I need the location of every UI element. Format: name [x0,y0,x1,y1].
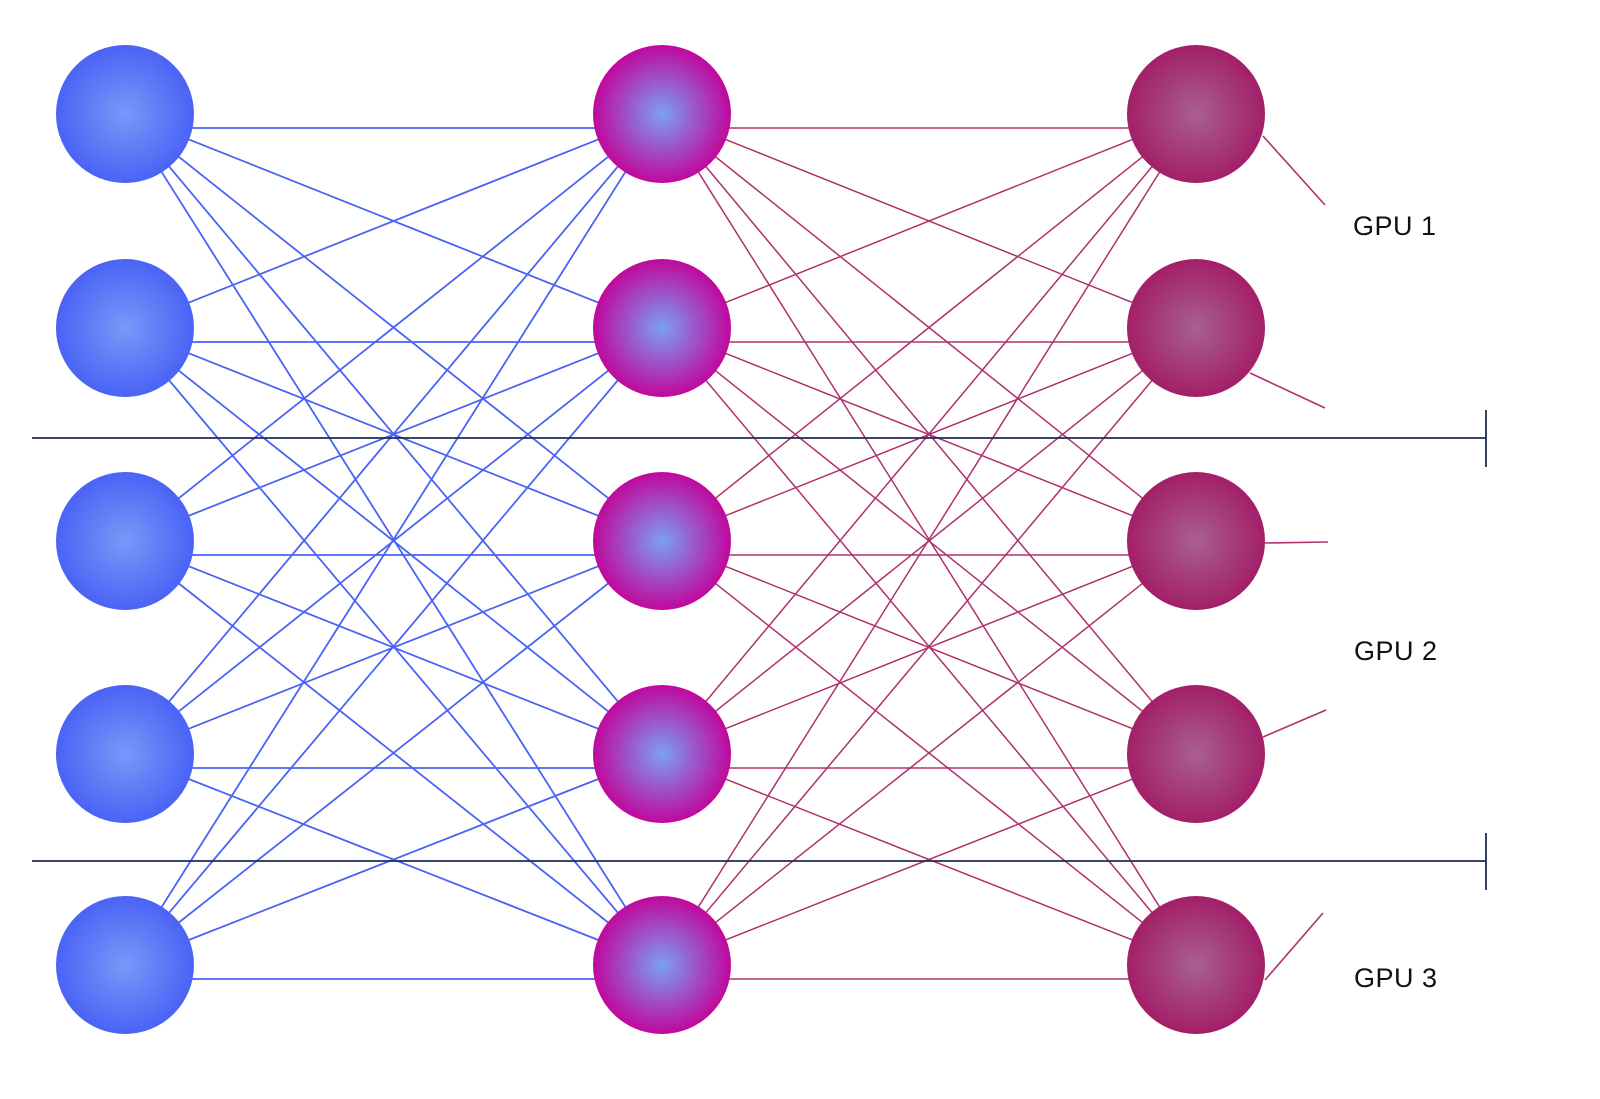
output-edge [1262,541,1329,544]
output-edge [1262,135,1326,206]
edge [704,164,1154,704]
gpu-dividers [32,410,1487,890]
edge [713,369,1145,713]
gpu-label-1: GPU 1 [1353,211,1437,241]
input-node-4 [56,685,194,823]
output-node-4 [1127,685,1265,823]
output-node-5 [1127,896,1265,1034]
edge [187,777,600,942]
hidden-node-1 [593,45,731,183]
edge [186,137,601,305]
input-node-5 [56,896,194,1034]
output-node-2 [1127,259,1265,397]
gpu-label-2: GPU 2 [1354,636,1438,666]
network-nodes [56,45,1265,1034]
edge [160,170,627,909]
edge [713,155,1145,500]
edge [724,777,1134,942]
hidden-node-5 [593,896,731,1034]
hidden-output-edges [696,127,1162,980]
edge [167,164,620,704]
edge [177,581,610,925]
edge [176,154,611,501]
edge [704,378,1154,915]
output-node-1 [1127,45,1265,183]
edge [723,138,1135,304]
hidden-node-2 [593,259,731,397]
input-node-2 [56,259,194,397]
hidden-node-4 [593,685,731,823]
output-edges [1249,135,1329,981]
edge [696,170,1162,909]
output-edge [1264,912,1324,981]
output-edge [1262,709,1327,738]
input-node-1 [56,45,194,183]
edge [714,582,1144,924]
input-hidden-edges [160,127,627,980]
gpu-label-3: GPU 3 [1354,963,1438,993]
input-node-3 [56,472,194,610]
output-node-3 [1127,472,1265,610]
output-edge [1249,372,1326,409]
hidden-node-3 [593,472,731,610]
edge [167,378,620,915]
